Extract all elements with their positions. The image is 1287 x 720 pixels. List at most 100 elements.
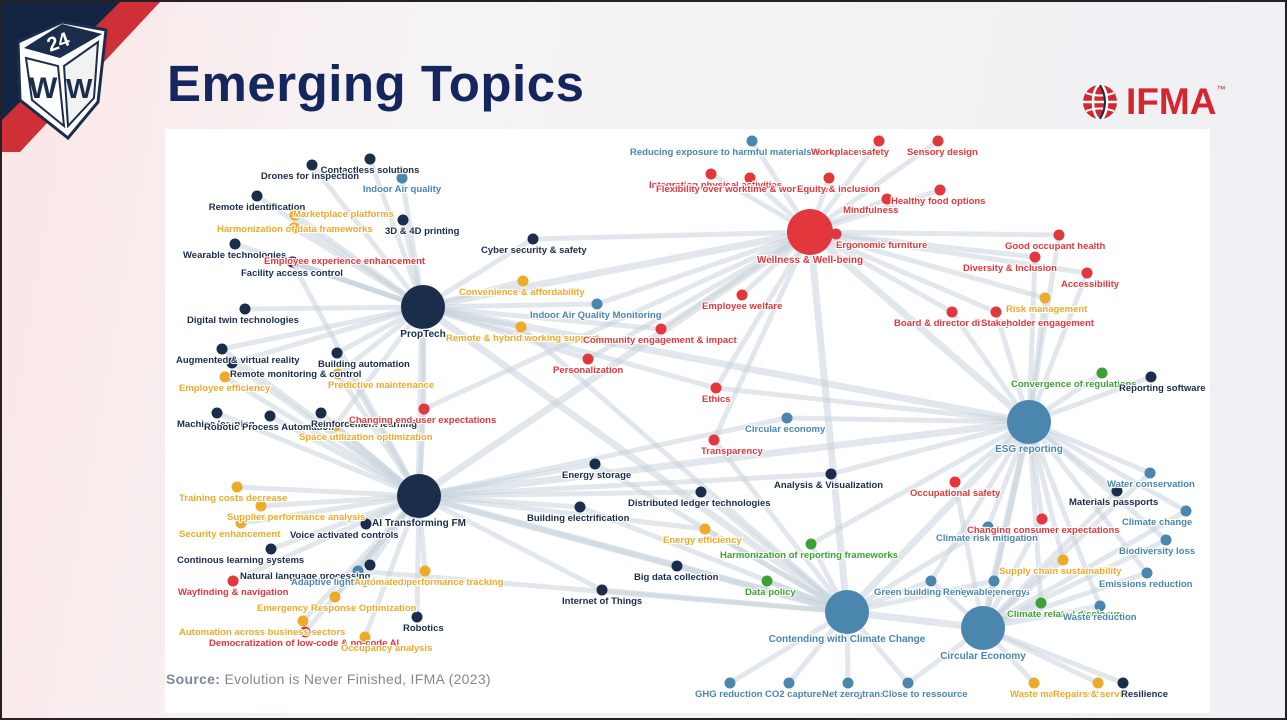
node-waste-management	[1028, 677, 1040, 689]
node-label-machine-learning: Machine learning	[177, 419, 255, 430]
node-good-occupant-health	[1053, 229, 1065, 241]
node-mindfulness	[881, 193, 893, 205]
node-label-automation-across-business-sectors: Automation across business sectors	[179, 627, 345, 638]
edge-indoor-air-quality-monitoring-proptech	[422, 301, 598, 310]
node-marketplace-platforms	[289, 209, 301, 221]
node-continous-learning-systems	[265, 543, 277, 555]
node-integration-physical-activities	[705, 168, 717, 180]
node-healthy-food-options	[934, 184, 946, 196]
node-label-marketplace-platforms: Marketplace platforms	[293, 209, 394, 220]
node-ghg-reduction	[724, 677, 736, 689]
edge-climate-related-disclosure-esg	[1026, 421, 1044, 604]
node-ethics	[710, 382, 722, 394]
node-label-drones-for-inspection: Drones for inspection	[261, 171, 359, 182]
edge-proptech-wellness	[422, 228, 811, 311]
edge-energy-efficiency-climate	[703, 526, 849, 615]
node-building-electrification	[574, 501, 586, 513]
edge-analysis-visualization-esg	[830, 419, 1030, 477]
node-renewable-energy	[988, 575, 1000, 587]
node-machine-learning	[211, 407, 223, 419]
node-changing-consumer-expectations	[1036, 513, 1048, 525]
node-wayfinding-navigation	[227, 575, 239, 587]
hub-esg	[1007, 400, 1051, 444]
edge-proptech-climate	[420, 304, 850, 615]
node-label-robotics: Robotics	[403, 623, 444, 634]
edge-climate-change-esg	[1027, 419, 1188, 514]
edge-community-engagement-impact-proptech	[422, 304, 662, 332]
edge-board-director-diversity-wellness	[808, 229, 954, 315]
hub-label-proptech: PropTech	[400, 329, 445, 340]
ifma-logo: IFMA ™	[1080, 81, 1225, 122]
edge-circular-economy-esg	[786, 415, 1030, 425]
node-training-costs-decrease	[231, 481, 243, 493]
node-label-resilience: Resilience	[1121, 689, 1168, 700]
edge-resilience-circular	[982, 625, 1124, 686]
edge-machine-learning-ai	[216, 410, 420, 499]
edge-supply-chain-sustainability-esg	[1026, 421, 1066, 561]
node-label-employee-experience-enhancement: Employee experience enhancement	[264, 256, 426, 267]
node-label-remote-identification: Remote identification	[209, 202, 306, 213]
node-internet-of-things	[596, 584, 608, 596]
edge-ethics-proptech	[422, 304, 717, 391]
node-label-voice-activated-controls: Voice activated controls	[290, 530, 399, 541]
edge-predictive-maintenance-ai	[335, 372, 422, 498]
node-label-sensory-design: Sensory design	[907, 147, 978, 158]
hub-label-ai: AI Transforming FM	[372, 518, 466, 529]
node-label-indoor-air-quality-monitoring: Indoor Air Quality Monitoring	[530, 310, 662, 321]
node-employee-welfare	[736, 289, 748, 301]
hub-circular	[961, 606, 1005, 650]
node-label-biodiversity-loss: Biodiversity loss	[1119, 546, 1195, 557]
edge-wellness-climate	[806, 231, 851, 613]
node-sensory-design	[932, 135, 944, 147]
node-label-integration-physical-activities: Integration physical activities	[649, 180, 782, 191]
slide-title: Emerging Topics	[167, 55, 585, 112]
source-text: Evolution is Never Finished, IFMA (2023)	[224, 671, 491, 687]
node-label-space-utilization-optimization: Space utilization optimization	[299, 432, 433, 443]
node-label-repairs-service: Repairs & service	[1053, 689, 1133, 700]
edge-good-occupant-health-wellness	[809, 229, 1060, 238]
node-augmented-virtual-reality	[216, 343, 228, 355]
node-repairs-service	[1092, 677, 1104, 689]
node-automated-performance-tracking	[419, 565, 431, 577]
hub-label-esg: ESG reporting	[995, 444, 1063, 455]
source-citation: Source: Evolution is Never Finished, IFM…	[166, 671, 491, 687]
node-label-climate-risk-mitigation: Climate risk mitigation	[936, 533, 1038, 544]
node-occupancy-analysis	[359, 631, 371, 643]
node-label-flexibility-over-worktime-work-place: Flexibility over worktime & work place	[656, 184, 828, 195]
node-label-healthy-food-options: Healthy food options	[891, 196, 985, 207]
node-reinforcement-learning	[315, 407, 327, 419]
node-harmonization-of-reporting-frameworks	[805, 538, 817, 550]
node-changing-end-user-expectations	[418, 403, 430, 415]
node-label-wayfinding-navigation: Wayfinding & navigation	[178, 587, 289, 598]
node-label-risk-management: Risk management	[1006, 304, 1088, 315]
node-voice-activated-controls	[360, 518, 372, 530]
node-layer	[211, 135, 1192, 689]
node-label-distributed-ledger-technologies: Distributed ledger technologies	[628, 498, 771, 509]
node-label-transparency: Transparency	[701, 446, 763, 457]
node-supply-chain-sustainability	[1057, 554, 1069, 566]
hub-label-wellness: Wellness & Well-being	[757, 255, 863, 266]
node-label-water-conservation: Water conservation	[1107, 479, 1195, 490]
node-label-reporting-software: Reporting software	[1119, 383, 1206, 394]
edge-stakeholder-engagement-wellness	[809, 229, 997, 315]
node-equity-inclusion	[823, 172, 835, 184]
node-big-data-collection	[671, 560, 683, 572]
node-analysis-visualization	[825, 468, 837, 480]
node-label-analysis-visualization: Analysis & Visualization	[774, 480, 883, 491]
node-label-ergonomic-furniture: Ergonomic furniture	[836, 240, 927, 251]
node-label-energy-efficiency: Energy efficiency	[663, 535, 742, 546]
node-label-building-automation: Building automation	[318, 359, 410, 370]
node-label-co2-capture-storage: CO2 capture & storage	[765, 689, 868, 700]
edge-digital-twin-technologies-proptech	[244, 304, 424, 312]
node-community-engagement-impact	[655, 323, 667, 335]
edge-energy-storage-ai	[418, 461, 596, 499]
edge-emissions-reduction-esg	[1027, 420, 1149, 575]
edge-space-utilization-optimization-proptech	[332, 305, 426, 428]
node-resilience	[1117, 677, 1129, 689]
hub-ai	[397, 474, 441, 518]
node-label-data-policy: Data policy	[745, 587, 796, 598]
hub-climate	[825, 590, 869, 634]
node-label-occupancy-analysis: Occupancy analysis	[341, 643, 432, 654]
node-security-enhancement	[235, 517, 247, 529]
node-label-robotic-process-automation: Robotic Process Automation	[204, 422, 334, 433]
